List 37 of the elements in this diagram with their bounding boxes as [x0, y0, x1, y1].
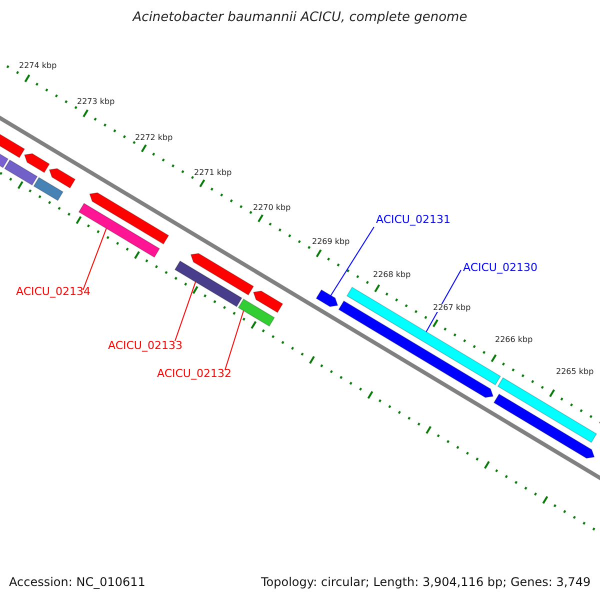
scale-label: 2265 kbp [556, 368, 594, 376]
gene-feature [238, 298, 275, 327]
gene-feature [493, 394, 595, 459]
leader-line [224, 310, 244, 370]
gene-feature [24, 153, 50, 174]
gene-label: ACICU_02133 [108, 340, 182, 351]
scale-label: 2274 kbp [19, 62, 57, 70]
gene-feature [252, 290, 284, 313]
footer-text: Topology: circular; Length: 3,904,116 bp; Genes: 3,749 [261, 576, 591, 588]
gene-feature [316, 289, 338, 308]
gene-label: ACICU_02131 [376, 214, 450, 225]
gene-feature [174, 260, 242, 308]
gene-feature [190, 253, 254, 296]
diagram-title: Acinetobacter baumannii ACICU, complete genome [131, 11, 468, 24]
gene-label: ACICU_02132 [157, 368, 232, 379]
scale-label: 2271 kbp [194, 169, 232, 177]
gene-label: ACICU_02130 [463, 262, 538, 273]
scale-label: 2268 kbp [373, 271, 411, 279]
gene-feature [48, 168, 76, 189]
gene-feature [78, 202, 160, 258]
gene-feature [33, 176, 64, 202]
scale-label: 2269 kbp [312, 238, 350, 246]
gene-feature [497, 377, 598, 443]
gene-feature [89, 192, 170, 245]
leader-line [174, 281, 196, 342]
gene-feature [338, 300, 494, 398]
footer-text: Accession: NC_010611 [9, 576, 146, 588]
scale-label: 2267 kbp [433, 304, 471, 312]
scale-label: 2272 kbp [135, 134, 173, 142]
gene-feature [4, 159, 38, 186]
gene-label: ACICU_02134 [16, 286, 90, 297]
leader-line [330, 226, 374, 296]
scale-label: 2273 kbp [77, 98, 115, 106]
scale-label: 2266 kbp [495, 336, 533, 344]
leader-line [82, 228, 107, 290]
leader-line [426, 270, 462, 332]
scale-label: 2270 kbp [253, 204, 291, 212]
